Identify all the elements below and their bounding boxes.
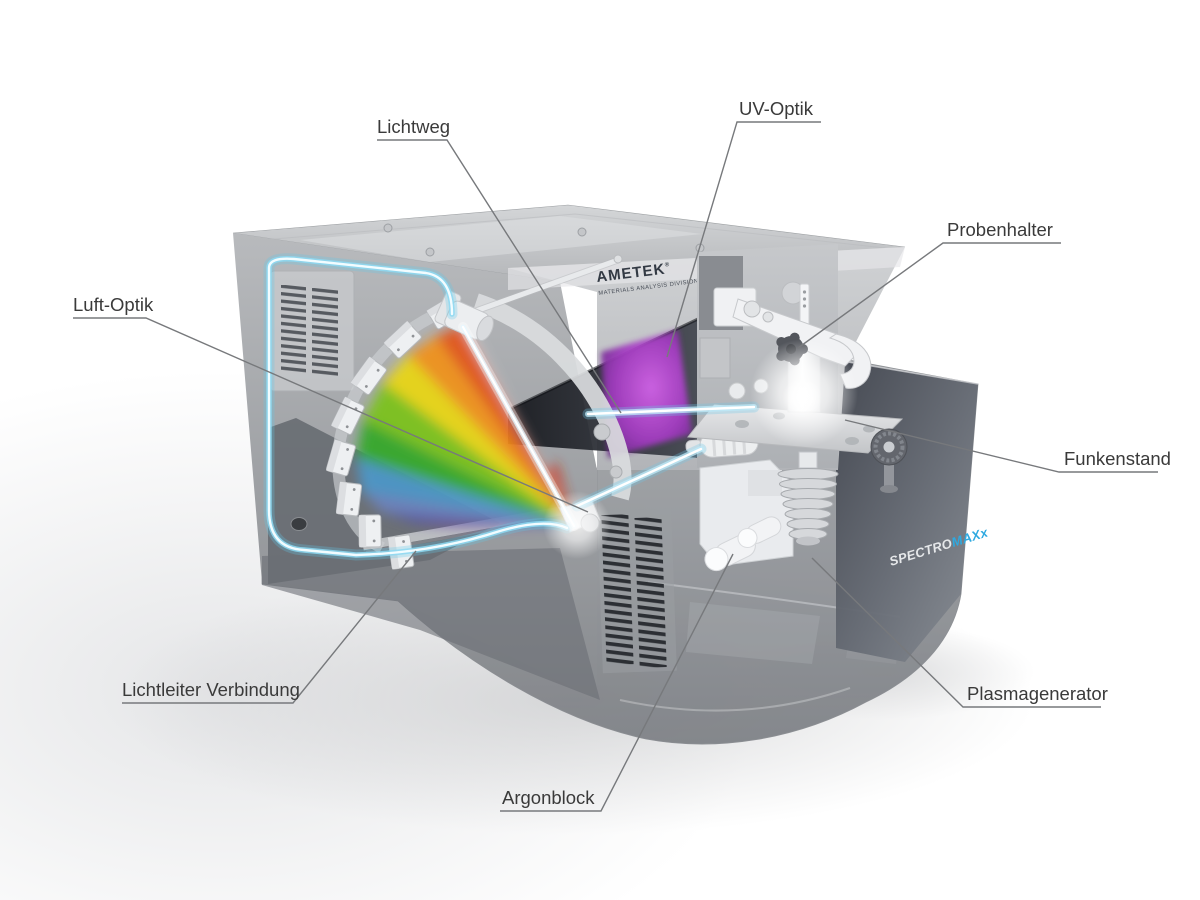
- spectrum-fan: [356, 325, 575, 527]
- arc-joint: [593, 423, 611, 441]
- entrance-lens-assembly: [434, 254, 623, 342]
- wall-post: [728, 382, 746, 400]
- label-funkenstand: Funkenstand: [844, 419, 1171, 473]
- leader-line-plasmagenerator: [811, 557, 1101, 708]
- leader-line-luft-optik: [73, 317, 589, 513]
- spark-glow-core: [782, 378, 822, 418]
- label-text: Probenhalter: [947, 219, 1053, 240]
- left-vent-grille: [269, 270, 355, 392]
- label-plasmagenerator: Plasmagenerator: [811, 557, 1108, 708]
- label-probenhalter: Probenhalter: [797, 219, 1061, 349]
- light-guide-loop: [263, 253, 573, 561]
- label-text: Lichtweg: [377, 116, 450, 137]
- label-uv-optik: UV-Optik: [666, 98, 821, 358]
- bellows-stack: [777, 451, 839, 546]
- label-text: Plasmagenerator: [967, 683, 1108, 704]
- leader-line-probenhalter: [797, 242, 1061, 349]
- arc-joint: [609, 465, 623, 479]
- uv-light-cone: [601, 330, 692, 458]
- beam-to-uv-optic: [582, 401, 760, 420]
- argon-block: [699, 459, 794, 572]
- label-text: Funkenstand: [1064, 448, 1171, 469]
- annotations: Lichtweg UV-Optik Probenhalter Luft-Opti…: [73, 98, 1171, 812]
- beam-to-spark-stand: [571, 443, 707, 512]
- label-text: Luft-Optik: [73, 294, 154, 315]
- leader-line-funkenstand: [844, 419, 1158, 473]
- label-lichtleiter-verbindung: Lichtleiter Verbindung: [122, 550, 417, 704]
- label-lichtweg: Lichtweg: [377, 116, 622, 414]
- underside-band: [262, 548, 600, 700]
- label-luft-optik: Luft-Optik: [73, 294, 589, 513]
- leader-line-uv-optik: [666, 121, 821, 358]
- inner-vent-grille: [597, 508, 677, 674]
- wall-bracket: [699, 337, 731, 379]
- leader-line-argonblock: [500, 553, 734, 812]
- apex-glow: [543, 491, 611, 559]
- beam-slit-to-apex: [458, 322, 579, 531]
- label-text: Lichtleiter Verbindung: [122, 679, 300, 700]
- adjustment-wheel: [870, 428, 908, 493]
- leader-line-lichtleiter-verbindung: [122, 550, 417, 704]
- registered-mark: ®: [664, 261, 670, 269]
- leader-line-lichtweg: [377, 139, 622, 414]
- light-beams: [458, 322, 760, 531]
- label-argonblock: Argonblock: [500, 553, 734, 812]
- label-text: UV-Optik: [739, 98, 814, 119]
- floor-port-hole: [290, 517, 308, 531]
- label-text: Argonblock: [502, 787, 595, 808]
